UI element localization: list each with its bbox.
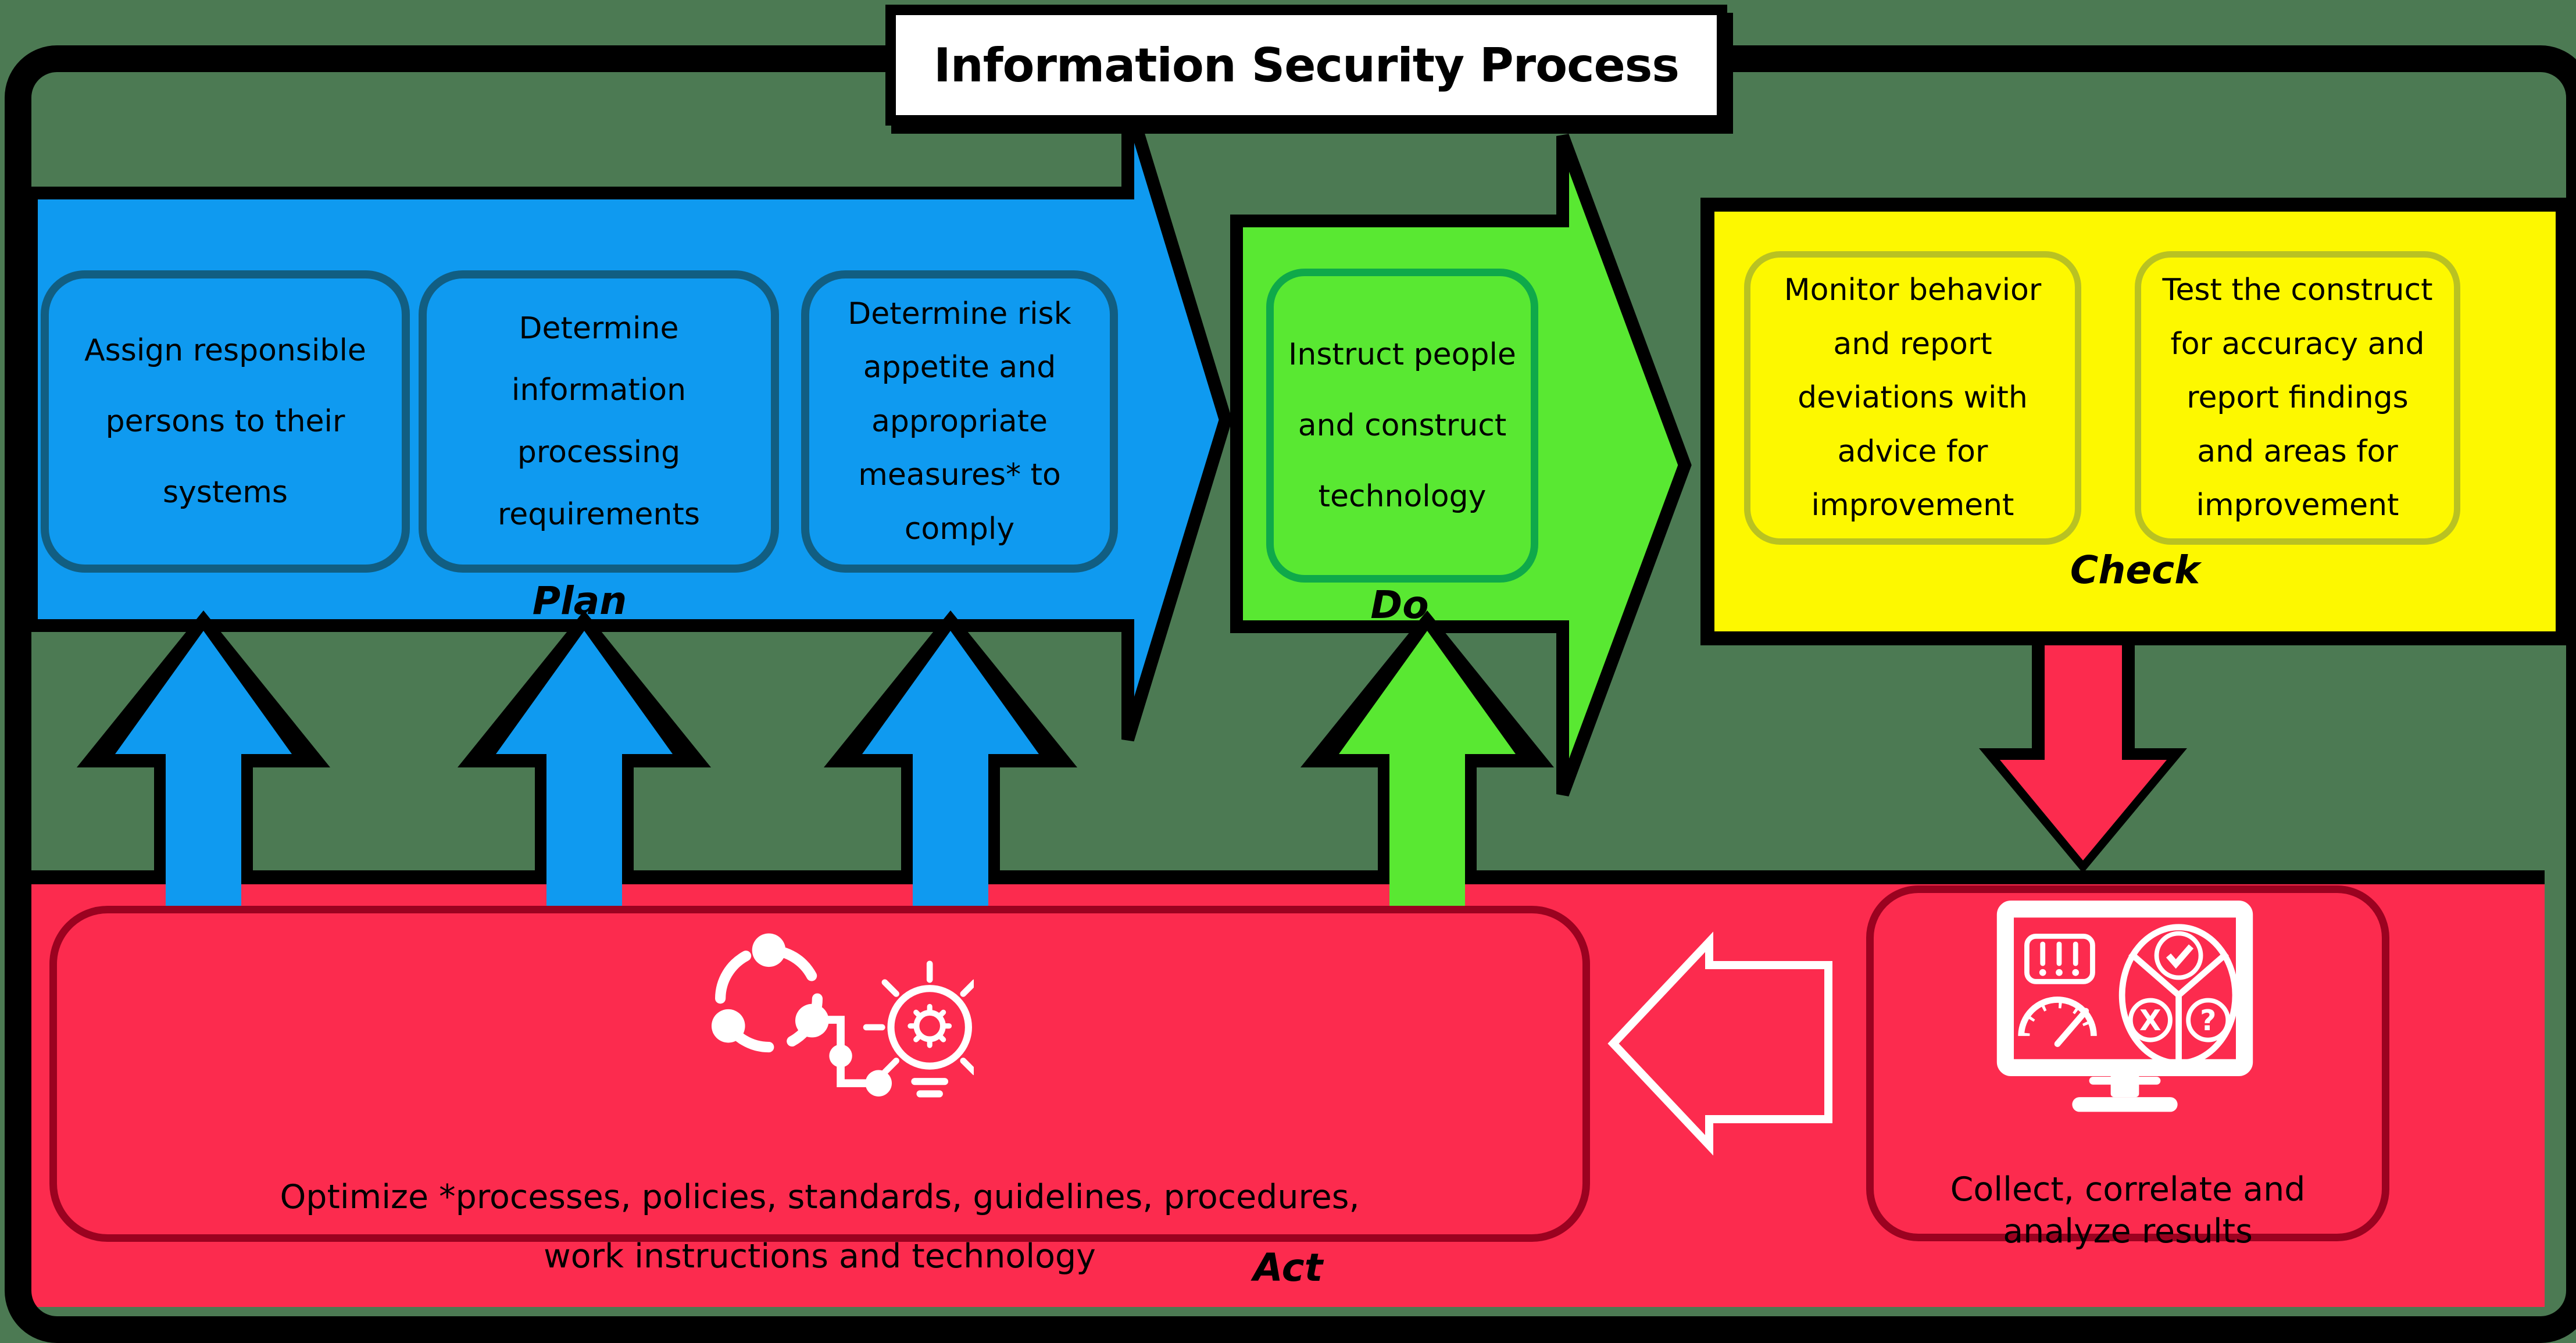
do-label: Do [1237, 583, 1563, 627]
up-arrow-blue-2 [496, 631, 673, 907]
svg-text:X: X [2139, 1005, 2161, 1037]
do-box-text: Instruct people and construct technology [1288, 337, 1516, 515]
up-arrow-green [1339, 631, 1516, 907]
plan-box-assign-persons: Assign responsible persons to their syst… [41, 270, 410, 573]
act-collect-text: Collect, correlate and analyze results [1901, 1128, 2355, 1252]
up-arrow-blue-1 [115, 631, 292, 907]
optimize-text: Optimize *processes, policies, standards… [280, 1177, 1360, 1276]
network-lightbulb-optimize-icon [711, 933, 974, 1098]
svg-text:?: ? [2200, 1005, 2216, 1037]
check-label: Check [1700, 548, 2570, 592]
act-label: Act [31, 1245, 2545, 1290]
plan-box-text: Determine information processing require… [498, 310, 700, 532]
act-optimize-text: Optimize *processes, policies, standards… [209, 1108, 1430, 1287]
left-arrow-white [1607, 931, 1832, 1156]
plan-label-text: Plan [532, 578, 627, 623]
down-arrow-red [2000, 637, 2167, 860]
check-box-text: Monitor behavior and report deviations w… [1784, 273, 2042, 523]
plan-box-text: Determine risk appetite and appropriate … [848, 296, 1071, 547]
collect-text: Collect, correlate and analyze results [1950, 1170, 2306, 1251]
check-box-text: Test the construct for accuracy and repo… [2162, 273, 2433, 523]
act-collect-box [1866, 885, 2389, 1241]
check-box-monitor: Monitor behavior and report deviations w… [1744, 251, 2081, 545]
dashboard-monitor-icon: X ? [1996, 900, 2253, 1112]
up-arrow-blue-3 [862, 631, 1039, 907]
act-optimize-box [49, 906, 1590, 1242]
check-label-text: Check [2070, 548, 2200, 592]
plan-box-risk-appetite: Determine risk appetite and appropriate … [801, 270, 1118, 573]
do-arrow-shape [1230, 134, 1692, 796]
plan-box-text: Assign responsible persons to their syst… [84, 333, 366, 510]
do-label-text: Do [1370, 583, 1429, 627]
act-label-text: Act [1253, 1245, 1323, 1290]
check-box-test: Test the construct for accuracy and repo… [2135, 251, 2460, 545]
plan-box-processing-requirements: Determine information processing require… [419, 270, 779, 573]
do-box-instruct: Instruct people and construct technology [1266, 269, 1538, 583]
page-title: Information Security Process [885, 5, 1727, 126]
title-text: Information Security Process [933, 38, 1680, 92]
plan-label: Plan [31, 578, 1128, 623]
